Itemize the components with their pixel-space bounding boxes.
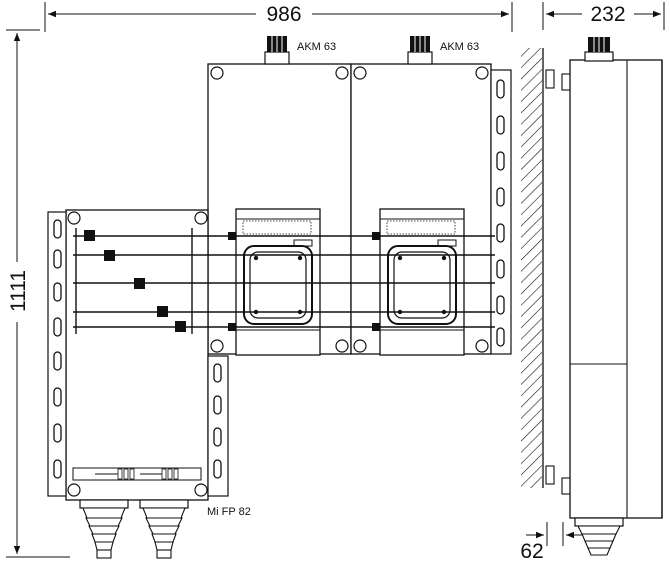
busbar-connector-icon xyxy=(84,230,95,241)
base-box-label: Mi FP 82 xyxy=(207,506,251,518)
cable-gland-icon xyxy=(264,36,290,65)
gland-label-right: AKM 63 xyxy=(440,41,479,53)
dimension-wall-offset: 62 xyxy=(520,522,584,561)
upper-box-right: AKM 63 xyxy=(350,36,492,356)
mounting-rail-right xyxy=(490,69,512,355)
cable-gland-icon xyxy=(407,36,433,65)
busbars xyxy=(73,228,495,334)
dimension-width-label: 986 xyxy=(266,3,301,26)
busbar-connector-icon xyxy=(104,250,115,261)
side-view-enclosure xyxy=(545,59,663,519)
busbar-connector-icon xyxy=(175,321,186,332)
dimension-height: 1111 xyxy=(4,29,70,558)
terminal-strip-icon xyxy=(72,467,202,481)
upper-box-left: AKM 63 xyxy=(207,36,352,356)
busbar-connector-icon xyxy=(157,306,168,317)
wall-hatch xyxy=(521,48,544,488)
bottom-gland-left-icon xyxy=(79,499,129,559)
dimension-depth: 232 xyxy=(542,2,665,30)
base-box: Mi FP 82 xyxy=(65,209,251,518)
busbar-connector-icon xyxy=(134,278,145,289)
side-gland-bottom-icon xyxy=(574,517,624,556)
mounting-rail-left xyxy=(47,211,67,497)
dimension-height-label: 1111 xyxy=(7,270,30,312)
socket-module-icon xyxy=(379,208,465,356)
mounting-rail-inner xyxy=(207,355,229,497)
bottom-gland-right-icon xyxy=(139,499,189,559)
dimension-depth-label: 232 xyxy=(590,3,625,26)
dimension-width: 986 xyxy=(44,2,513,32)
dimension-wall-offset-label: 62 xyxy=(520,540,543,561)
socket-module-icon xyxy=(235,208,321,356)
gland-label-left: AKM 63 xyxy=(297,41,336,53)
side-gland-top-icon xyxy=(584,37,614,62)
